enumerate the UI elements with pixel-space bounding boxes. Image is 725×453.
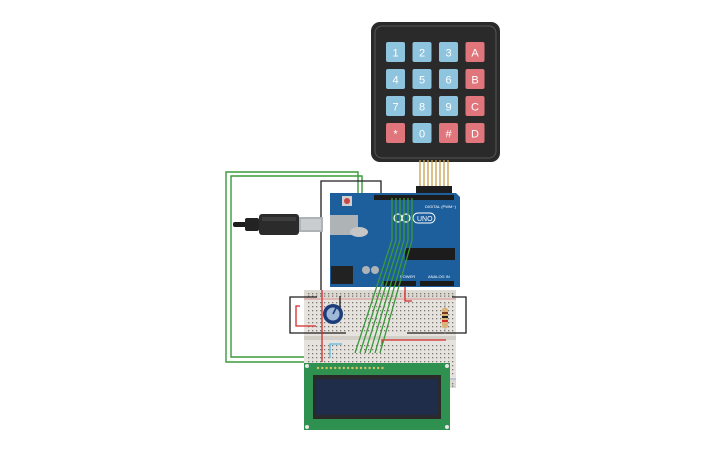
keypad-header — [416, 186, 452, 194]
power-jack — [331, 266, 353, 284]
key-label: 5 — [419, 75, 425, 87]
key-label: 2 — [419, 48, 425, 60]
key-5[interactable]: 5 — [412, 69, 432, 89]
green-wire-loop[interactable] — [225, 171, 363, 363]
key-8[interactable]: 8 — [412, 96, 432, 116]
key-label: 9 — [445, 102, 451, 114]
key-hash[interactable]: # — [439, 123, 458, 143]
key-6[interactable]: 6 — [439, 69, 458, 89]
key-label: # — [445, 129, 452, 141]
key-label: 8 — [419, 102, 425, 114]
keypad-4x4: 1 2 3 A 4 5 6 B 7 8 9 C * 0 # D — [371, 22, 500, 194]
key-label: 6 — [445, 75, 451, 87]
potentiometer-icon[interactable] — [323, 304, 343, 324]
key-label: B — [471, 75, 478, 87]
key-label: * — [393, 129, 398, 141]
key-2[interactable]: 2 — [412, 42, 432, 62]
resistor-icon — [442, 302, 448, 334]
key-label: D — [471, 129, 479, 141]
analog-header — [420, 281, 454, 286]
key-label: C — [471, 102, 479, 114]
key-0[interactable]: 0 — [412, 123, 432, 143]
key-C[interactable]: C — [465, 96, 485, 116]
arduino-logo-icon — [393, 213, 411, 223]
key-star[interactable]: * — [386, 123, 405, 143]
key-label: 4 — [392, 75, 398, 87]
key-D[interactable]: D — [465, 123, 485, 143]
breadboard-wires[interactable] — [289, 287, 467, 362]
key-A[interactable]: A — [465, 42, 485, 62]
arduino-uno: DIGITAL (PWM~) UNO POWER ANALOG IN — [330, 193, 460, 287]
digital-label: DIGITAL (PWM~) — [425, 204, 457, 209]
usb-cable-icon — [233, 214, 323, 235]
keypad-ribbon — [419, 160, 449, 190]
key-4[interactable]: 4 — [386, 69, 405, 89]
key-label: 1 — [392, 48, 398, 60]
lcd-pins — [316, 366, 384, 370]
key-3[interactable]: 3 — [439, 42, 458, 62]
power-label: POWER — [400, 274, 415, 279]
key-label: 0 — [419, 129, 425, 141]
key-1[interactable]: 1 — [386, 42, 405, 62]
key-label: 3 — [445, 48, 451, 60]
key-9[interactable]: 9 — [439, 96, 458, 116]
uno-label: UNO — [417, 216, 433, 223]
lcd-screen — [316, 379, 438, 415]
lcd-16x2 — [304, 363, 450, 430]
analog-label: ANALOG IN — [428, 274, 450, 279]
keypad-data-wires[interactable] — [354, 198, 413, 354]
atmega-chip — [405, 248, 455, 260]
key-7[interactable]: 7 — [386, 96, 405, 116]
digital-header — [374, 195, 454, 200]
key-label: 7 — [392, 102, 398, 114]
crystal — [350, 227, 368, 237]
key-label: A — [471, 48, 479, 60]
key-B[interactable]: B — [465, 69, 485, 89]
